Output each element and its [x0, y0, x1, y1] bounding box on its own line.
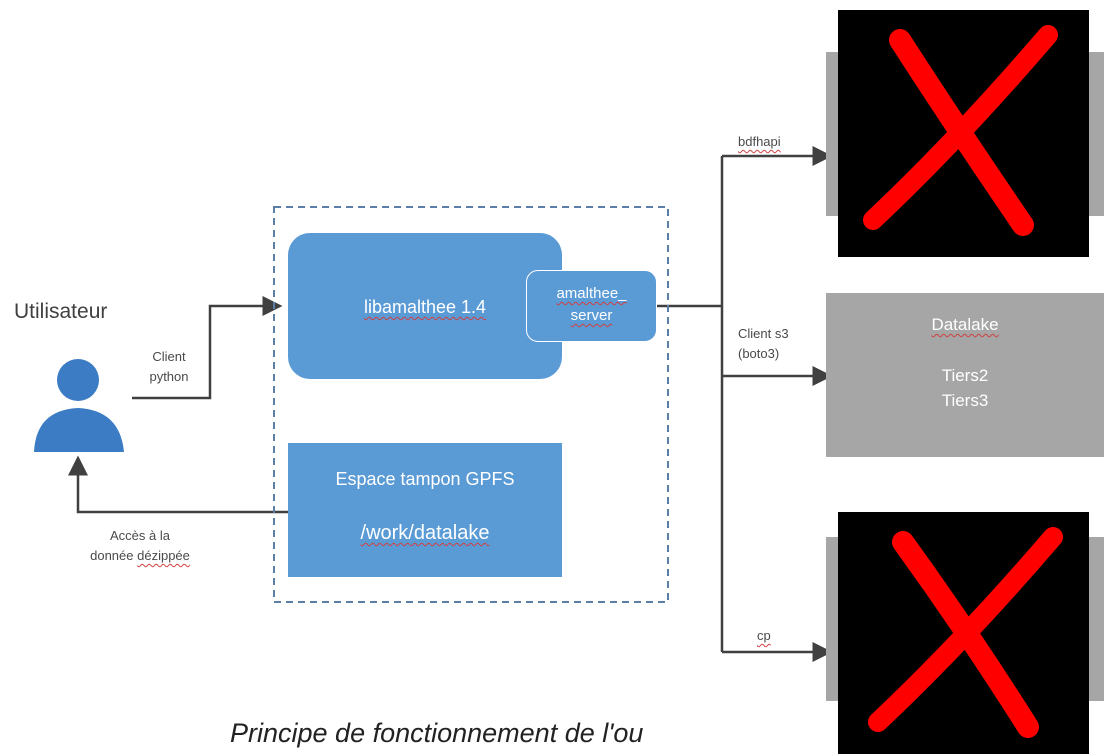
gpfs-line2: /work/datalake: [360, 522, 490, 544]
redaction-top: [838, 10, 1089, 257]
label-acces: Accès à la donnée dézippée: [60, 526, 220, 566]
amalthee-server-label: amalthee_ server: [556, 285, 627, 324]
edge-client-python: [132, 296, 283, 400]
gpfs-box: Espace tampon GPFS /work/datalake: [288, 443, 562, 577]
label-acces-line1: Accès à la: [110, 528, 170, 543]
cross-icon: [868, 527, 1063, 738]
cross-icon: [863, 25, 1058, 236]
label-client-python: Client python: [149, 349, 189, 384]
datalake-tiers: Tiers2 Tiers3: [941, 366, 989, 410]
dashed-container: [273, 206, 669, 603]
datalake-box: Datalake Tiers2 Tiers3: [826, 293, 1104, 457]
user-icon: [34, 359, 124, 452]
datalake-title: Datalake: [826, 315, 1104, 335]
label-bdfhapi: bdfhapi: [738, 134, 781, 149]
user-node: Utilisateur: [14, 300, 144, 460]
caption: Principe de fonctionnement de l'ou: [230, 718, 644, 748]
label-cp: cp: [757, 628, 771, 643]
redaction-bottom: [838, 512, 1089, 754]
libamalthee-title: libamalthee 1.4: [288, 297, 562, 318]
libamalthee-title-text: libamalthee 1.4: [363, 297, 487, 317]
datalake-title-text: Datalake: [931, 315, 999, 334]
label-acces-line2: donnée dézippée: [90, 548, 190, 563]
gpfs-line1: Espace tampon GPFS: [335, 469, 515, 489]
label-client-s3: Client s3 (boto3): [738, 326, 789, 361]
edge-acces-donnee: [68, 455, 288, 514]
libamalthee-box: libamalthee 1.4: [288, 233, 562, 379]
amalthee-server-box: amalthee_ server: [526, 270, 657, 342]
user-label: Utilisateur: [14, 300, 108, 323]
